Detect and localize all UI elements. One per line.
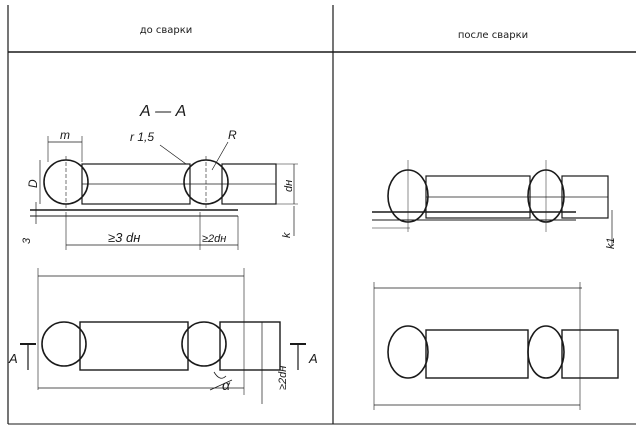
rebar-segment — [79, 321, 189, 371]
table-frame — [7, 5, 636, 425]
section-label: А — А — [139, 103, 186, 120]
span-3dn-label: ≥3 dн — [108, 230, 140, 245]
radius-large-label: R — [228, 128, 237, 142]
section-before-upper: А — А m r 1,5 R D 3 dн — [21, 103, 298, 250]
side-2dn-label: ≥2dн — [277, 366, 289, 390]
column-header-before: до сварки — [140, 25, 193, 36]
rebar-segment — [425, 329, 529, 379]
plan-before-lower: A A α ≥2dн — [8, 268, 318, 404]
rebar-segment — [219, 321, 281, 371]
weld-ball — [41, 321, 87, 367]
dimension-m: m — [60, 128, 70, 142]
span-2dn-label: ≥2dн — [202, 233, 226, 245]
weld-ball — [527, 325, 565, 379]
angle-alpha: α — [222, 377, 231, 393]
dimension-k1: k1 — [605, 237, 617, 249]
section-mark-left: A — [8, 351, 18, 366]
plan-after-lower — [373, 282, 619, 410]
rebar-segment — [561, 329, 619, 379]
dimension-D: D — [26, 179, 40, 188]
section-after-upper: k1 — [372, 160, 617, 249]
dimension-k: k — [281, 232, 293, 238]
dimension-3: 3 — [21, 237, 33, 244]
radius-small-label: r 1,5 — [130, 130, 154, 144]
column-header-after: после сварки — [458, 30, 528, 41]
weld-ball — [181, 321, 227, 367]
weld-ball — [387, 325, 429, 379]
section-mark-right: A — [308, 351, 318, 366]
dimension-dn: dн — [283, 180, 295, 192]
